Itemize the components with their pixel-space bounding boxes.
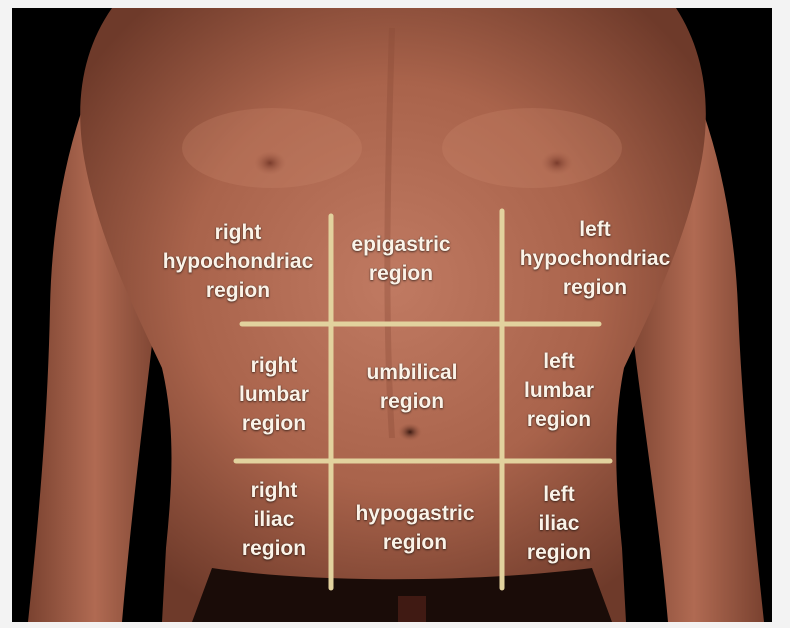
navel-shape	[398, 423, 422, 441]
epigastric-label: epigastric region	[351, 230, 450, 288]
right-iliac-label: right iliac region	[242, 476, 306, 563]
left-hypochondriac-label: left hypochondriac region	[520, 215, 671, 302]
hypogastric-label: hypogastric region	[355, 499, 474, 557]
right-nipple-shape	[254, 151, 286, 175]
left-iliac-label: left iliac region	[527, 480, 591, 567]
left-lumbar-label: left lumbar region	[524, 347, 594, 434]
left-nipple-shape	[541, 151, 573, 175]
right-lumbar-label: right lumbar region	[239, 351, 309, 438]
abdomen-photo: right hypochondriac region epigastric re…	[12, 8, 772, 622]
right-hypochondriac-label: right hypochondriac region	[163, 218, 314, 305]
umbilical-label: umbilical region	[366, 358, 457, 416]
